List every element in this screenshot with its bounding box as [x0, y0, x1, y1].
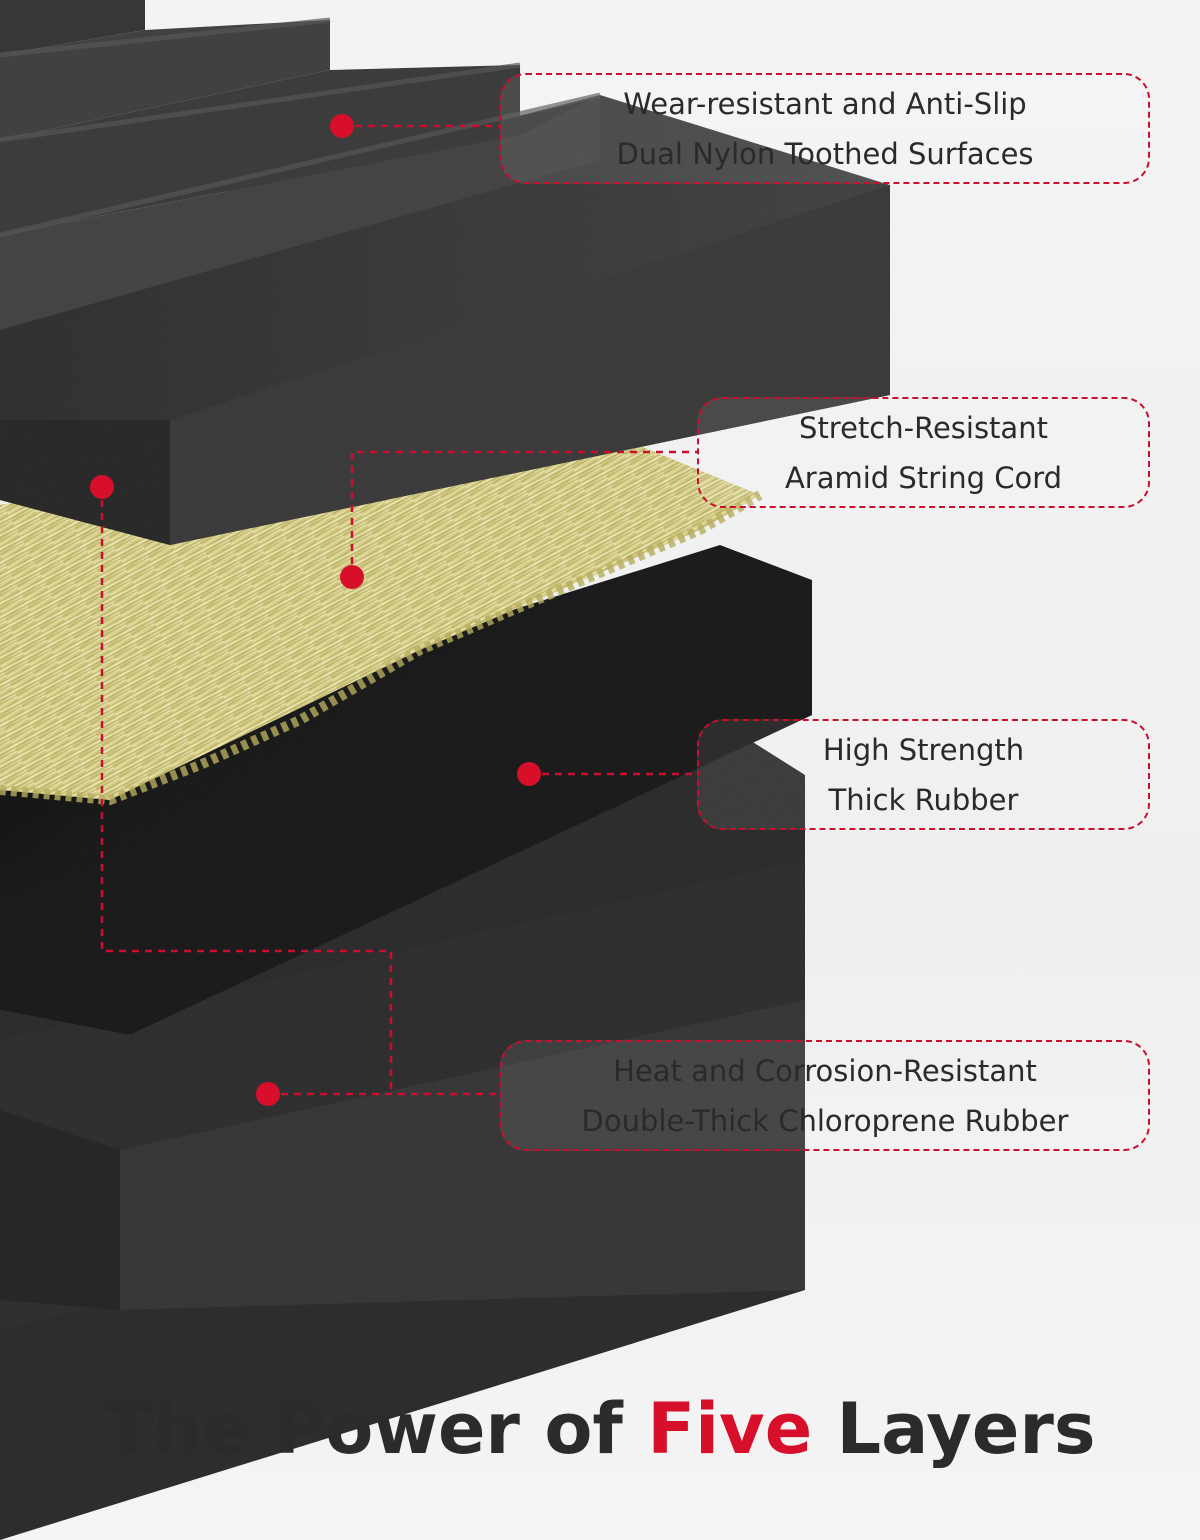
callout-aramid-line1: Stretch-Resistant [799, 410, 1048, 445]
callout-thick-rubber: High Strength Thick Rubber [697, 719, 1150, 830]
callout-toothed-line1: Wear-resistant and Anti-Slip [623, 86, 1027, 121]
callout-rubber-line1: High Strength [822, 732, 1025, 767]
title-part2: Layers [812, 1388, 1096, 1470]
callout-toothed-surface: Wear-resistant and Anti-Slip Dual Nylon … [500, 73, 1150, 184]
callout-connectors [100, 124, 697, 1096]
page-title: The Power of Five Layers [0, 1388, 1200, 1470]
title-part1: The Power of [104, 1388, 648, 1470]
callout-toothed-line2: Dual Nylon Toothed Surfaces [616, 136, 1034, 171]
marker-left-group [90, 475, 114, 499]
toothed-nylon-layer [0, 0, 890, 545]
callout-aramid-cord: Stretch-Resistant Aramid String Cord [697, 397, 1150, 508]
callout-chloroprene-line1: Heat and Corrosion-Resistant [613, 1053, 1037, 1088]
marker-toothed [330, 114, 354, 138]
title-accent: Five [647, 1388, 813, 1470]
thick-rubber-layer [0, 545, 812, 1035]
marker-aramid [340, 565, 364, 589]
callout-aramid-line2: Aramid String Cord [784, 460, 1063, 495]
callout-markers [90, 114, 541, 1106]
callout-rubber-line2: Thick Rubber [828, 782, 1019, 817]
callout-chloroprene: Heat and Corrosion-Resistant Double-Thic… [500, 1040, 1150, 1151]
connector-left-group [100, 487, 393, 1094]
marker-rubber [517, 762, 541, 786]
connector-aramid [350, 450, 697, 577]
callout-chloroprene-line2: Double-Thick Chloroprene Rubber [581, 1103, 1069, 1138]
marker-chloroprene [256, 1082, 280, 1106]
